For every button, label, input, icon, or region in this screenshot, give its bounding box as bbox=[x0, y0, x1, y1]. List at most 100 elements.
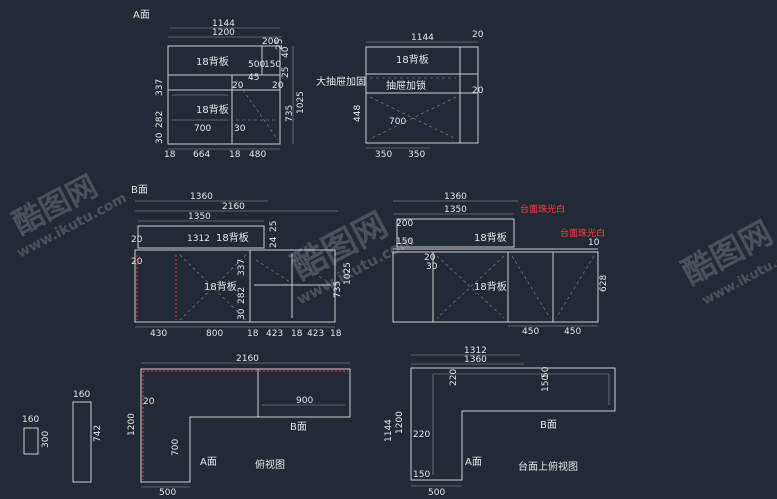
counter-cabinet-body bbox=[392, 251, 599, 323]
dim-r-448: 448 bbox=[353, 105, 363, 122]
a-cabinet-body bbox=[167, 45, 281, 145]
dim-a-1200: 1200 bbox=[212, 28, 235, 38]
dim-a-25: 25 bbox=[275, 39, 285, 50]
b-back-panel-label-mid: 18背板 bbox=[204, 280, 237, 293]
small-part-detail bbox=[23, 427, 39, 455]
dim-b-25: 25 bbox=[269, 221, 279, 232]
dim-b-1025: 1025 bbox=[343, 262, 353, 285]
counter-top-l-outline bbox=[410, 367, 616, 481]
dim-a-735: 735 bbox=[285, 105, 295, 122]
dim-r-350b: 350 bbox=[408, 150, 425, 160]
dim-a-480: 480 bbox=[249, 150, 266, 160]
drawer-cabinet-body bbox=[365, 46, 479, 144]
top-view-plan: 2160 900 20 1200 700 B面 A面 俯视图 500 160 7… bbox=[22, 354, 351, 498]
dim-c-30: 30 bbox=[426, 262, 438, 272]
dim-c-1350: 1350 bbox=[444, 205, 467, 215]
counter-plan-b-face-label: B面 bbox=[540, 420, 557, 431]
dim-u-150b: 150 bbox=[413, 470, 430, 480]
dim-a-30: 30 bbox=[155, 132, 165, 144]
dim-a-200: 200 bbox=[262, 37, 279, 47]
dim-a-500: 500 bbox=[248, 60, 265, 70]
dim-t-20: 20 bbox=[143, 397, 155, 407]
top-view-title: 俯视图 bbox=[255, 458, 285, 471]
top-view-l-outline bbox=[140, 368, 351, 483]
dim-a-20b: 20 bbox=[232, 81, 244, 91]
dim-c-20: 20 bbox=[424, 253, 436, 263]
dim-r-20a: 20 bbox=[472, 30, 484, 40]
counter-back-panel-label-top: 18背板 bbox=[474, 231, 507, 244]
dim-c-1360: 1360 bbox=[444, 192, 467, 202]
dim-b-423b: 423 bbox=[307, 329, 324, 339]
counter-pearl-white-note-1: 台面珠光白 bbox=[520, 203, 565, 215]
dim-b-2160: 2160 bbox=[222, 202, 245, 212]
dim-b-1360: 1360 bbox=[190, 192, 213, 202]
dim-b-800: 800 bbox=[206, 329, 223, 339]
counter-top-plan: 1312 1360 220 150 50 1144 1200 220 150 B… bbox=[384, 346, 616, 498]
dim-t-1200: 1200 bbox=[127, 413, 137, 436]
dim-a-20: 20 bbox=[272, 81, 284, 91]
dim-t-742: 742 bbox=[93, 425, 103, 442]
dim-r-20b: 20 bbox=[472, 86, 484, 96]
dim-a-664: 664 bbox=[193, 150, 210, 160]
a-face-elevation: A面 1144 1200 200 18背板 18背板 500 150 45 20… bbox=[133, 10, 306, 160]
side-panel-detail bbox=[72, 401, 92, 483]
dim-a-150: 150 bbox=[264, 60, 281, 70]
dim-u-1144: 1144 bbox=[384, 419, 394, 442]
dim-b-1312: 1312 bbox=[187, 234, 210, 244]
dim-c-450a: 450 bbox=[522, 327, 539, 337]
dim-a-30b: 30 bbox=[234, 124, 246, 134]
dim-r-700: 700 bbox=[389, 117, 406, 127]
dim-r-350a: 350 bbox=[375, 150, 392, 160]
dim-b-423a: 423 bbox=[266, 329, 283, 339]
dim-b-18a: 18 bbox=[247, 329, 259, 339]
dim-b-18b: 18 bbox=[291, 329, 303, 339]
top-view-b-face-label: B面 bbox=[290, 422, 307, 433]
dim-c-200: 200 bbox=[396, 219, 413, 229]
b-face-elevation: B面 1360 2160 1350 1312 18背板 20 20 18背板 2… bbox=[131, 185, 353, 339]
dim-c-150: 150 bbox=[396, 237, 413, 247]
drawer-elevation: 1144 20 18背板 大抽屉加固 抽屉加锁 20 448 700 350 3… bbox=[316, 30, 484, 160]
dim-a-1144: 1144 bbox=[212, 19, 235, 29]
dim-b-30: 30 bbox=[237, 308, 247, 320]
drawer-lock-label: 抽屉加锁 bbox=[386, 79, 426, 92]
a-back-panel-label-top: 18背板 bbox=[196, 55, 229, 68]
dim-c-450b: 450 bbox=[564, 327, 581, 337]
counter-back-panel-label-mid: 18背板 bbox=[474, 280, 507, 293]
a-back-panel-label-mid: 18背板 bbox=[196, 103, 229, 116]
dim-b-20b: 20 bbox=[131, 257, 143, 267]
dim-b-18c: 18 bbox=[330, 329, 342, 339]
dim-u-1312: 1312 bbox=[464, 346, 487, 356]
b-top-shelf bbox=[137, 225, 265, 249]
dim-c-10: 10 bbox=[588, 238, 600, 248]
dim-b-20a: 20 bbox=[131, 235, 143, 245]
dim-u-500: 500 bbox=[428, 488, 445, 498]
dim-t-500: 500 bbox=[159, 488, 176, 498]
dim-u-220b: 220 bbox=[413, 430, 430, 440]
dim-b-735: 735 bbox=[333, 281, 343, 298]
dim-b-430: 430 bbox=[150, 329, 167, 339]
dim-r-1144: 1144 bbox=[411, 33, 434, 43]
dim-a-40: 40 bbox=[281, 46, 291, 58]
dim-u-1200: 1200 bbox=[395, 411, 405, 434]
drawer-back-panel-label: 18背板 bbox=[396, 53, 429, 66]
dim-t-900: 900 bbox=[296, 396, 313, 406]
dim-a-45: 45 bbox=[248, 73, 259, 83]
counter-pearl-white-note-2: 台面珠光白 bbox=[560, 227, 605, 239]
dim-a-18a: 18 bbox=[164, 150, 176, 160]
dim-t-160b: 160 bbox=[73, 390, 90, 400]
dim-u-50: 50 bbox=[541, 366, 551, 378]
dim-t-700: 700 bbox=[171, 439, 181, 456]
counter-plan-a-face-label: A面 bbox=[465, 457, 482, 468]
counter-plan-title: 台面上俯视图 bbox=[518, 460, 578, 473]
dim-c-628: 628 bbox=[599, 275, 609, 292]
dim-a-337: 337 bbox=[155, 79, 165, 96]
counter-elevation: 1360 1350 台面珠光白 台面珠光白 200 150 18背板 20 30… bbox=[392, 192, 609, 337]
b-cabinet-body bbox=[134, 249, 336, 323]
dim-a-700: 700 bbox=[194, 124, 211, 134]
dim-t-300: 300 bbox=[41, 431, 51, 448]
dim-u-1360: 1360 bbox=[464, 355, 487, 365]
watermark: 酷图网 www.ikutu.com 酷图网 www.ikutu.com 酷图网 … bbox=[7, 169, 777, 309]
counter-top-shelf bbox=[396, 218, 515, 248]
dim-b-282: 282 bbox=[237, 287, 247, 304]
